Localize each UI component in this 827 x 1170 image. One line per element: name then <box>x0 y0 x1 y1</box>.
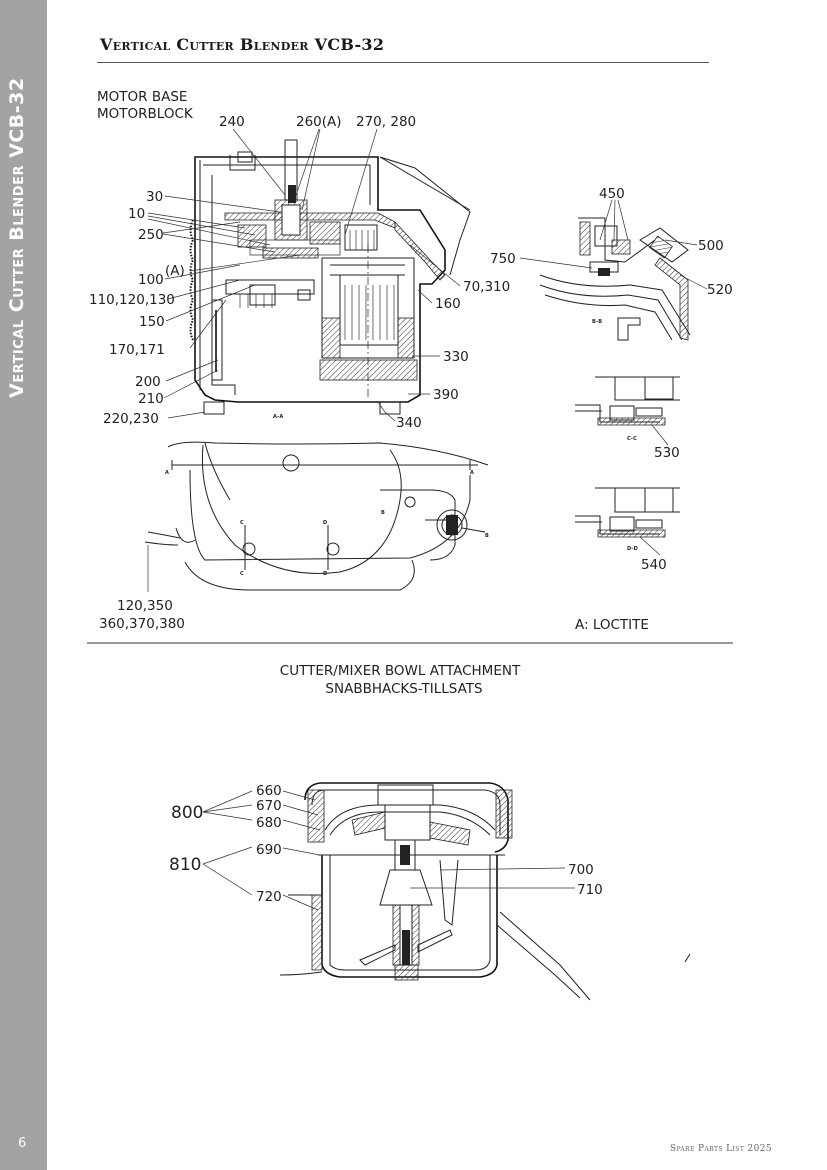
label-680: 680 <box>256 815 282 831</box>
label-240: 240 <box>219 114 245 130</box>
loctite-note: A: LOCTITE <box>575 617 649 633</box>
label-250: 250 <box>138 227 164 243</box>
label-750: 750 <box>490 251 516 267</box>
label-670: 670 <box>256 798 282 814</box>
label-110-120-130: 110,120,130 <box>89 292 175 308</box>
plan-mark-c-top: C <box>240 520 244 526</box>
label-720: 720 <box>256 889 282 905</box>
section-mark-dd: D–D <box>627 546 638 552</box>
label-500: 500 <box>698 238 724 254</box>
label-160: 160 <box>435 296 461 312</box>
detail-bb-leaders <box>519 199 708 290</box>
page-number: 6 <box>18 1136 27 1151</box>
label-150: 150 <box>139 314 165 330</box>
label-800: 800 <box>171 803 203 823</box>
label-540: 540 <box>641 557 667 573</box>
label-530: 530 <box>654 445 680 461</box>
plan-view-drawing: A A C C D D B B <box>144 441 489 592</box>
bowl-title-sv: SNABBHACKS-TILLSATS <box>325 681 482 697</box>
label-10: 10 <box>128 206 145 222</box>
label-390: 390 <box>433 387 459 403</box>
label-710: 710 <box>577 882 603 898</box>
motor-base-title-en: MOTOR BASE <box>97 89 187 105</box>
label-690: 690 <box>256 842 282 858</box>
label-810: 810 <box>169 855 201 875</box>
header-divider <box>97 62 709 63</box>
label-220-230: 220,230 <box>103 411 159 427</box>
label-330: 330 <box>443 349 469 365</box>
plan-mark-b-right: B <box>485 533 489 539</box>
label-200: 200 <box>135 374 161 390</box>
label-270-280: 270, 280 <box>356 114 416 130</box>
plan-mark-c-bottom: C <box>240 571 244 577</box>
plan-mark-a-left: A <box>165 470 169 476</box>
label-a-loctite-marker: (A) <box>165 263 185 279</box>
sidebar: Vertical Cutter Blender VCB-32 6 <box>0 0 47 1170</box>
detail-dd-drawing: D–D <box>575 487 680 556</box>
section-mark-bb: B–B <box>592 319 602 325</box>
plan-mark-d-bottom: D <box>323 571 327 577</box>
label-100: 100 <box>138 272 164 288</box>
section-mark-cc: C–C <box>627 436 637 442</box>
plan-mark-d-top: D <box>323 520 327 526</box>
detail-bb-drawing: B–B <box>539 217 691 341</box>
motor-base-section-drawing: A–A <box>189 139 471 420</box>
label-660: 660 <box>256 783 282 799</box>
detail-cc-drawing: C–C <box>575 376 680 446</box>
label-520: 520 <box>707 282 733 298</box>
label-340: 340 <box>396 415 422 431</box>
motor-base-leaders <box>147 128 461 422</box>
label-210: 210 <box>138 391 164 407</box>
bowl-leaders <box>202 790 575 911</box>
label-30: 30 <box>146 189 163 205</box>
label-120-350: 120,350 <box>117 598 173 614</box>
label-70-310: 70,310 <box>463 279 510 295</box>
page-title: Vertical Cutter Blender VCB-32 <box>100 35 385 54</box>
motor-base-title-sv: MOTORBLOCK <box>97 106 194 122</box>
plan-mark-a-right: A <box>470 470 474 476</box>
bowl-attachment-drawing <box>279 782 691 1001</box>
bowl-title-en: CUTTER/MIXER BOWL ATTACHMENT <box>280 663 521 679</box>
label-170-171: 170,171 <box>109 342 165 358</box>
label-360-370-380: 360,370,380 <box>99 616 185 632</box>
footer-text: Spare Parts List 2025 <box>669 1144 772 1154</box>
label-450: 450 <box>599 186 625 202</box>
plan-mark-b-left: B <box>381 510 385 516</box>
label-700: 700 <box>568 862 594 878</box>
label-260a: 260(A) <box>296 114 342 130</box>
section-mark-aa: A–A <box>273 414 283 420</box>
